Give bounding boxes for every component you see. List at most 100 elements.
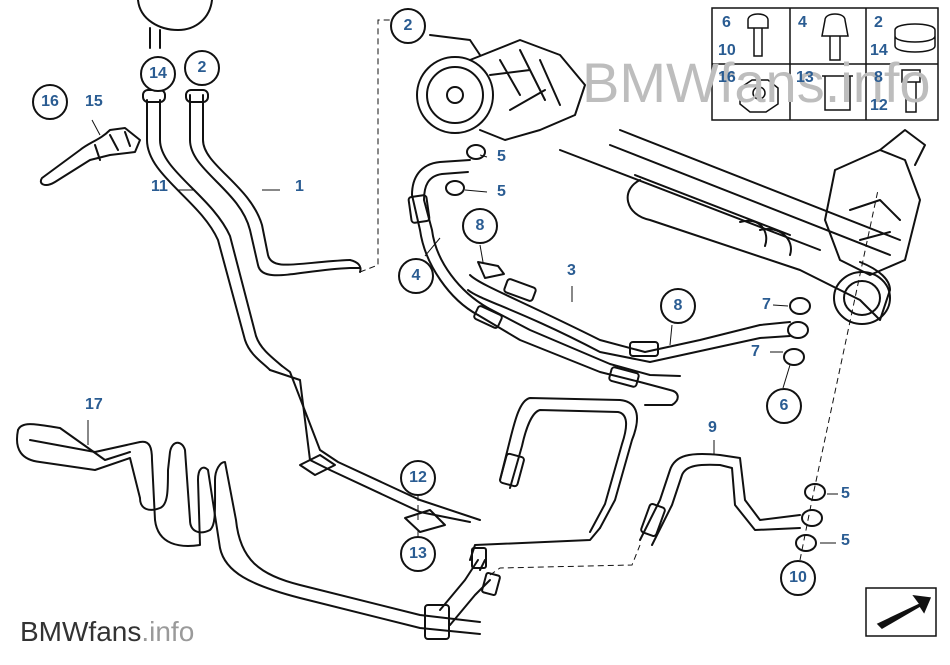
- label-1: 1: [295, 178, 304, 195]
- hose-4-inner: [423, 171, 489, 309]
- legend-nut-16-icon: [739, 79, 779, 113]
- legend-banjo-4-icon: [821, 13, 849, 61]
- legend-label-2: 2: [874, 14, 883, 31]
- fitting-a: [407, 194, 431, 224]
- leader-10: [799, 189, 879, 561]
- hose-3: [469, 274, 791, 353]
- legend-nut-16-hole: [752, 86, 766, 100]
- label-5-b: 5: [497, 183, 506, 200]
- callout-8-b: 8: [660, 288, 696, 324]
- fitting-b: [629, 341, 659, 357]
- direction-arrow-icon: [876, 595, 932, 629]
- hose-3-lower: [477, 314, 679, 406]
- legend-bolt-8-icon: [901, 69, 921, 113]
- legend-label-16: 16: [718, 69, 736, 86]
- label-15: 15: [85, 93, 103, 110]
- fitting-e: [473, 305, 503, 329]
- line-bottom: [439, 559, 491, 626]
- leader-7a: [772, 304, 789, 307]
- cooler-17-inner: [29, 439, 481, 635]
- rack-end-inner: [843, 280, 881, 316]
- cooler-17: [16, 429, 481, 623]
- leader-5a: [479, 154, 488, 158]
- label-7-a: 7: [762, 296, 771, 313]
- bolt-8: [477, 261, 505, 279]
- line-low: [469, 527, 601, 571]
- pump-pipe: [429, 34, 481, 56]
- leader-pump: [359, 19, 395, 273]
- valve-lines: [849, 199, 901, 241]
- pump-hub: [446, 86, 464, 104]
- legend-label-6: 6: [722, 14, 731, 31]
- pump-body: [469, 39, 586, 141]
- hose-3-inner: [467, 289, 791, 363]
- parts-legend-grid: [711, 7, 939, 121]
- washer-7c: [783, 348, 805, 366]
- valve-body: [824, 149, 921, 276]
- leader-6: [782, 364, 791, 389]
- label-5-d: 5: [841, 532, 850, 549]
- brand-main: BMWfans: [20, 616, 142, 647]
- direction-box: [865, 587, 937, 637]
- hose-11-lower-inner: [281, 365, 481, 521]
- hose-11-lower: [269, 369, 471, 523]
- cooler-17-outer: [17, 423, 131, 461]
- legend-label-13: 13: [796, 69, 814, 86]
- hose-4: [411, 159, 479, 316]
- callout-14-top: 14: [140, 56, 176, 92]
- pump-pulley-inner: [426, 66, 484, 124]
- hose-1-inner: [202, 94, 351, 266]
- washer-5d: [801, 509, 823, 527]
- legend-clamp-2-icon: [894, 23, 936, 53]
- reservoir-neck: [149, 27, 161, 49]
- rack-boot: [739, 219, 792, 256]
- rack-body: [559, 129, 901, 256]
- fitting-g: [640, 503, 666, 537]
- brand-logo: BMWfans.info: [20, 616, 194, 648]
- leader-4: [424, 237, 441, 257]
- clamp-12-13: [404, 509, 446, 533]
- legend-label-12: 12: [870, 97, 888, 114]
- leader-5b: [464, 189, 488, 193]
- callout-8-a: 8: [462, 208, 498, 244]
- valve-top: [879, 129, 926, 166]
- fitting-h: [471, 547, 487, 569]
- hose-3-lower2: [487, 307, 681, 377]
- washer-5a: [466, 144, 486, 160]
- leader-8b: [669, 324, 673, 346]
- fitting-f: [499, 452, 525, 488]
- rack-housing: [626, 179, 891, 321]
- brand-suffix: .info: [141, 616, 195, 647]
- collar-2: [185, 89, 209, 103]
- label-5-c: 5: [841, 485, 850, 502]
- callout-16: 16: [32, 84, 68, 120]
- washer-7a: [789, 297, 811, 315]
- label-3: 3: [567, 262, 576, 279]
- line-mid-inner: [509, 409, 628, 533]
- washer-5b: [445, 180, 465, 196]
- legend-bolt-6-icon: [747, 13, 769, 57]
- legend-label-8: 8: [874, 69, 883, 86]
- callout-6: 6: [766, 388, 802, 424]
- legend-washer-13-icon: [822, 75, 853, 111]
- legend-label-10: 10: [718, 42, 736, 59]
- label-5-a: 5: [497, 148, 506, 165]
- washer-7b: [787, 321, 809, 339]
- line-9-inner: [651, 463, 801, 546]
- label-9: 9: [708, 419, 717, 436]
- label-11: 11: [151, 178, 168, 195]
- hose-1: [189, 94, 361, 277]
- hose-11-inner: [159, 99, 283, 367]
- label-7-b: 7: [751, 343, 760, 360]
- leader-8a: [479, 244, 484, 263]
- line-9: [639, 452, 801, 541]
- clamp-upper: [299, 454, 336, 476]
- line-mid: [499, 397, 638, 529]
- callout-4: 4: [398, 258, 434, 294]
- callout-10: 10: [780, 560, 816, 596]
- callout-2-pump: 2: [390, 8, 426, 44]
- callout-2-top: 2: [184, 50, 220, 86]
- bracket-15: [39, 127, 141, 186]
- rack-end: [833, 271, 891, 325]
- callout-13: 13: [400, 536, 436, 572]
